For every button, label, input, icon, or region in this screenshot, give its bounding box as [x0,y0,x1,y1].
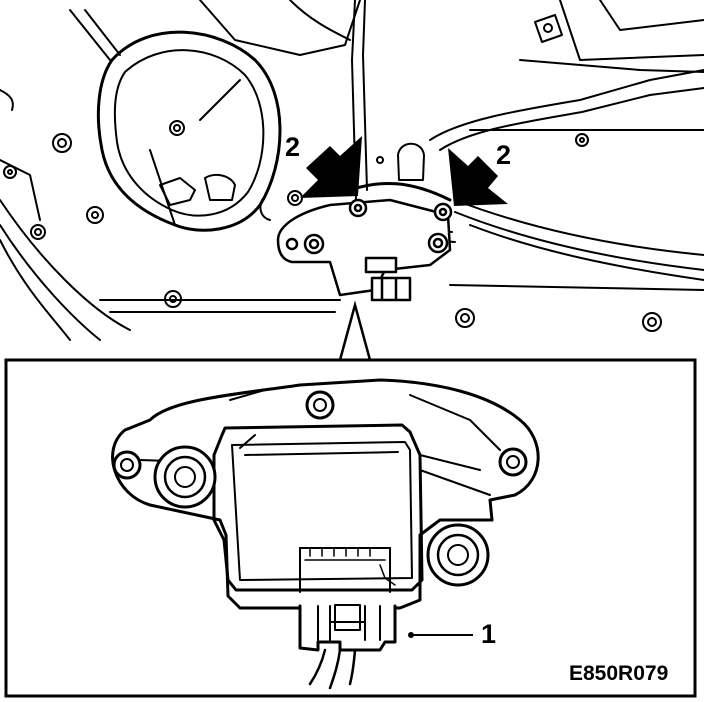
callout-label-connector: 1 [481,619,497,649]
zoom-pointer [338,300,372,361]
figure-reference-code: E850R079 [569,662,669,685]
detail-fasteners [112,390,528,587]
module-detail [111,378,540,690]
callout-label-arrow-right: 2 [496,140,512,170]
module-in-situ [276,198,453,302]
callout-label-arrow-left: 2 [285,132,301,162]
callout-1-leader [408,632,473,638]
arrow-left [300,136,362,198]
door-bolts [3,14,662,332]
arrow-right [448,148,508,206]
